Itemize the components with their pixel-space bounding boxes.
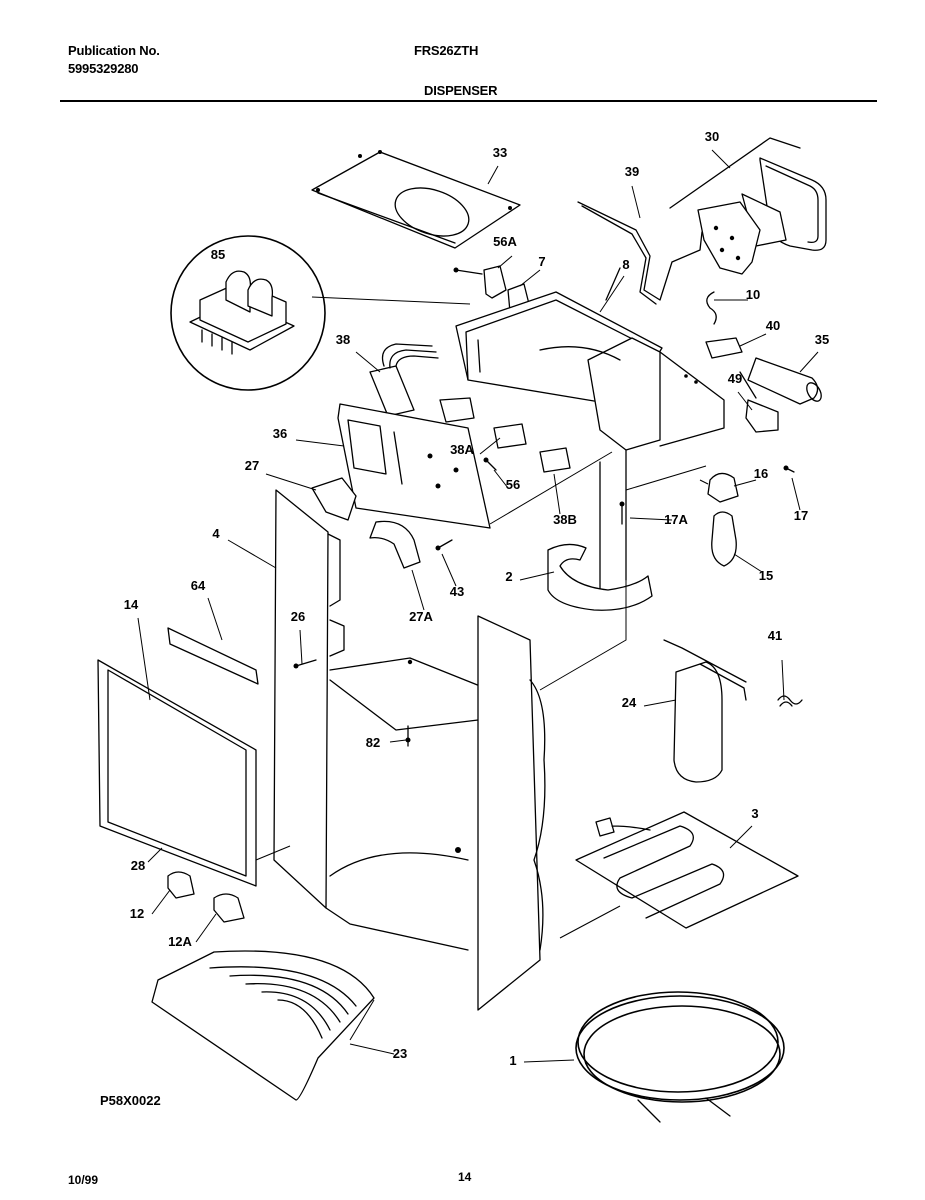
callout-26: 26 bbox=[291, 609, 305, 624]
callout-labels: 33 30 39 85 56A 7 8 10 40 35 38 49 36 38A 16 27 56 17 38B 1… bbox=[124, 129, 829, 1068]
callout-38: 38 bbox=[336, 332, 350, 347]
callout-33: 33 bbox=[493, 145, 507, 160]
header-rule bbox=[60, 100, 877, 102]
callout-4: 4 bbox=[212, 526, 220, 541]
part-control-panel bbox=[337, 403, 613, 529]
part-tubing-coil-1 bbox=[575, 991, 785, 1123]
part-screw-56 bbox=[483, 457, 497, 471]
callout-82: 82 bbox=[366, 735, 380, 750]
callout-36: 36 bbox=[273, 426, 287, 441]
part-drip-arm-24 bbox=[663, 639, 747, 783]
callout-56a: 56A bbox=[493, 234, 517, 249]
callout-40: 40 bbox=[766, 318, 780, 333]
callout-41: 41 bbox=[768, 628, 782, 643]
part-dispenser-housing bbox=[455, 267, 725, 451]
callout-27a: 27A bbox=[409, 609, 433, 624]
callout-38a: 38A bbox=[450, 442, 474, 457]
page-number: 14 bbox=[458, 1170, 472, 1184]
callout-17: 17 bbox=[794, 508, 808, 523]
callout-10: 10 bbox=[746, 287, 760, 302]
callout-3: 3 bbox=[751, 806, 758, 821]
callout-leaders bbox=[137, 149, 819, 1063]
part-front-panel bbox=[97, 659, 291, 887]
publication-label: Publication No. bbox=[68, 43, 160, 58]
callout-85: 85 bbox=[211, 247, 225, 262]
callout-23: 23 bbox=[393, 1046, 407, 1061]
callout-28: 28 bbox=[131, 858, 145, 873]
callout-35: 35 bbox=[815, 332, 829, 347]
callout-56: 56 bbox=[506, 477, 520, 492]
part-transformer-inset bbox=[170, 235, 471, 391]
callout-27: 27 bbox=[245, 458, 259, 473]
callout-39: 39 bbox=[625, 164, 639, 179]
part-switch-38A bbox=[439, 397, 527, 449]
callout-64: 64 bbox=[191, 578, 206, 593]
part-heater-3 bbox=[559, 811, 799, 939]
part-housing-4 bbox=[273, 489, 546, 1011]
callout-12: 12 bbox=[130, 906, 144, 921]
callout-7: 7 bbox=[538, 254, 545, 269]
part-bracket-27 bbox=[311, 477, 357, 521]
part-spring-41 bbox=[777, 659, 803, 707]
part-wire-harness bbox=[577, 201, 703, 305]
part-wiring-38 bbox=[369, 343, 439, 417]
callout-12a: 12A bbox=[168, 934, 192, 949]
publication-number: 5995329280 bbox=[68, 61, 139, 76]
part-clip-12 bbox=[167, 871, 195, 899]
part-grille-23 bbox=[151, 950, 375, 1101]
part-spring-clip bbox=[706, 291, 717, 325]
part-cover-plate bbox=[311, 150, 521, 249]
callout-43: 43 bbox=[450, 584, 464, 599]
callout-1: 1 bbox=[509, 1053, 516, 1068]
part-clip-12A bbox=[213, 893, 245, 923]
part-screw-26 bbox=[293, 659, 317, 669]
part-bracket-assembly bbox=[669, 137, 827, 275]
part-screw-82 bbox=[405, 725, 411, 747]
callout-15: 15 bbox=[759, 568, 773, 583]
part-paddle-27A bbox=[369, 520, 421, 569]
callout-49: 49 bbox=[728, 371, 742, 386]
model-number: FRS26ZTH bbox=[414, 43, 479, 58]
callout-17a: 17A bbox=[664, 512, 688, 527]
callout-14: 14 bbox=[124, 597, 139, 612]
part-strip-64 bbox=[167, 627, 259, 685]
part-switch-38B bbox=[539, 447, 571, 473]
callout-38b: 38B bbox=[553, 512, 577, 527]
drawing-code: P58X0022 bbox=[100, 1093, 161, 1108]
part-solenoid-assembly bbox=[705, 337, 822, 433]
part-lamp-assembly bbox=[619, 465, 795, 567]
callout-30: 30 bbox=[705, 129, 719, 144]
section-title: DISPENSER bbox=[424, 83, 498, 98]
callout-16: 16 bbox=[754, 466, 768, 481]
part-shaft-and-drip-guard bbox=[539, 449, 653, 691]
footer-date: 10/99 bbox=[68, 1173, 99, 1187]
callout-2: 2 bbox=[505, 569, 512, 584]
callout-8: 8 bbox=[622, 257, 629, 272]
part-screw-43 bbox=[435, 539, 453, 551]
callout-24: 24 bbox=[622, 695, 637, 710]
